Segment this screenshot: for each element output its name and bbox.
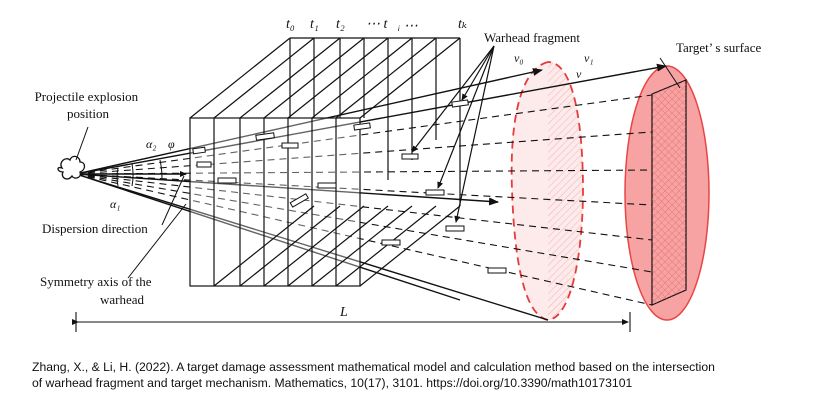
cone-rays xyxy=(75,63,667,321)
fragment xyxy=(317,182,337,189)
slab-diagonals xyxy=(213,37,437,287)
time-slabs xyxy=(189,37,461,287)
label-v1: v₁ xyxy=(584,51,594,65)
label-target-surface: Target’ s surface xyxy=(676,40,761,55)
mid-section xyxy=(510,61,584,321)
dashed-rays xyxy=(75,94,653,306)
target-surface xyxy=(624,65,710,321)
fragment xyxy=(445,225,465,232)
fragment xyxy=(217,177,237,184)
fragment xyxy=(196,161,212,168)
fragment xyxy=(192,146,206,155)
fragment xyxy=(401,153,419,160)
label-symmetry-axis: Symmetry axis of the warhead xyxy=(40,274,155,307)
time-label: t₀ xyxy=(286,17,295,32)
fragment xyxy=(353,122,371,131)
time-label: t₂ xyxy=(336,17,345,32)
label-projectile-line2: position xyxy=(67,106,109,121)
time-label: t₁ xyxy=(310,17,319,32)
fragments xyxy=(192,99,507,274)
label-warhead-fragment: Warhead fragment xyxy=(484,30,580,45)
label-phi: φ xyxy=(168,137,175,151)
time-label: ᵢ ⋯ xyxy=(398,19,418,34)
figure-caption: Zhang, X., & Li, H. (2022). A target dam… xyxy=(32,360,715,390)
fragment xyxy=(425,189,445,196)
fragment xyxy=(487,267,507,274)
label-projectile-line1: Projectile explosion xyxy=(35,89,139,104)
time-label: tₖ xyxy=(458,17,467,32)
label-symmetry-line2: warhead xyxy=(100,292,145,307)
angle-arcs xyxy=(116,159,163,187)
label-symmetry-line1: Symmetry axis of the xyxy=(40,274,152,289)
label-projectile-explosion: Projectile explosion position xyxy=(35,89,142,121)
ray-lower xyxy=(75,173,461,301)
label-pointers xyxy=(75,57,681,279)
label-v0: v₀ xyxy=(514,51,524,65)
slab-box xyxy=(189,117,361,287)
fragment xyxy=(255,132,275,141)
slab-verticals xyxy=(213,118,337,286)
time-labels: t₀ t₁ t₂ ⋯ t ᵢ ⋯ tₖ xyxy=(286,17,467,34)
ray-top xyxy=(75,63,667,175)
dimension-L xyxy=(72,312,631,332)
label-alpha1: α₁ xyxy=(110,197,120,211)
time-label: ⋯ t xyxy=(366,17,389,32)
explosion-source-icon xyxy=(57,155,86,180)
fragment xyxy=(289,193,309,208)
label-dispersion-direction: Dispersion direction xyxy=(42,221,148,236)
label-length: L xyxy=(339,305,348,320)
fragment xyxy=(381,239,401,246)
ray-v0 xyxy=(75,68,543,175)
fragment xyxy=(281,142,299,149)
fragment-pointers xyxy=(411,45,495,223)
ray-mid xyxy=(75,173,499,206)
fragment xyxy=(451,99,469,108)
label-alpha2: α₂ xyxy=(146,137,156,151)
label-v: v xyxy=(576,67,582,81)
